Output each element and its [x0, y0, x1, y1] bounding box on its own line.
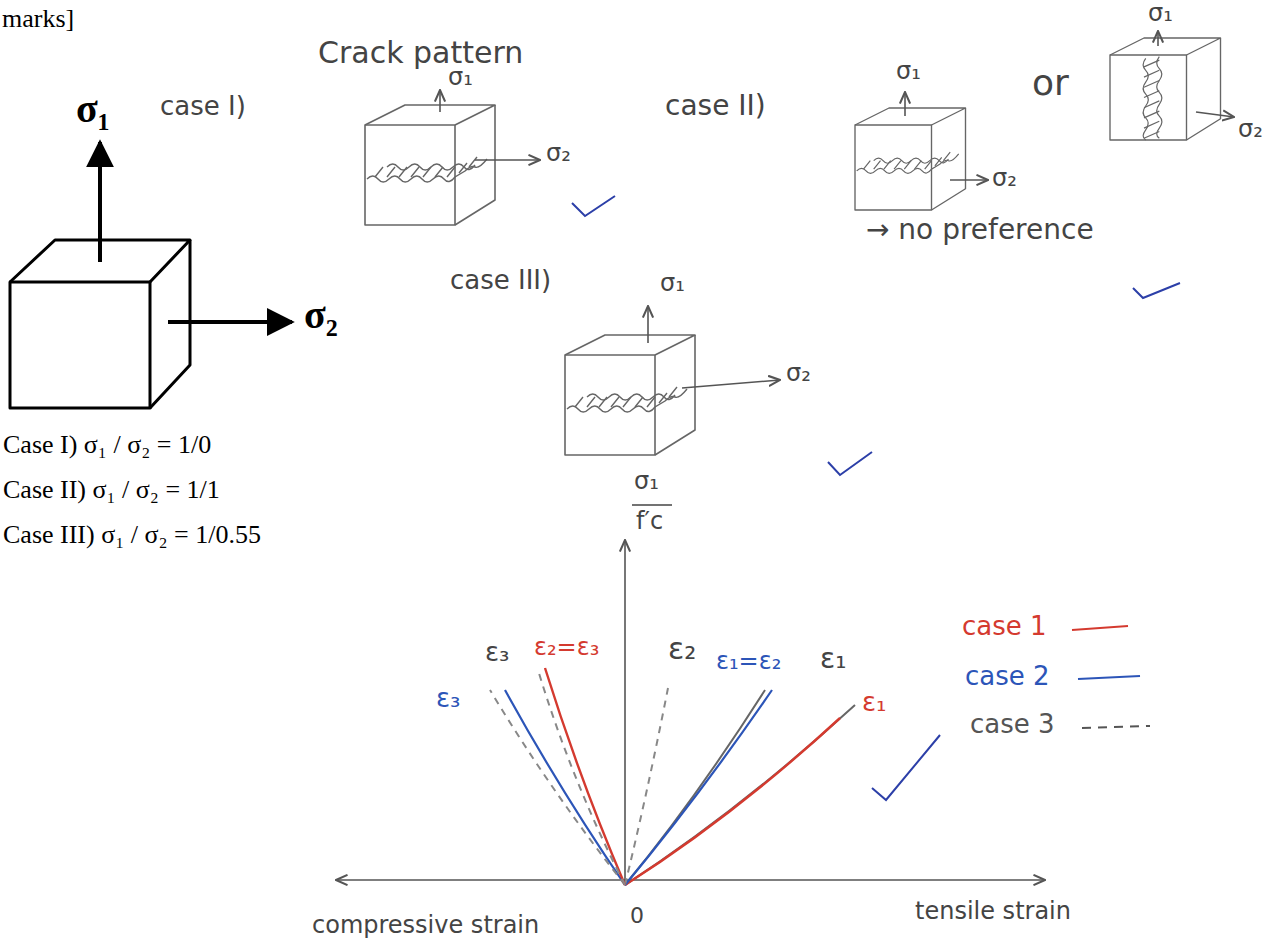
- curve-label: ε₁: [862, 688, 886, 718]
- case-ratio: Case I) σ₁ / σ₂ = 1/0: [3, 430, 211, 460]
- stress-arrow: [904, 92, 906, 116]
- stress-arrow: [1157, 31, 1159, 46]
- legend-sample: [1072, 626, 1128, 630]
- heading: Crack pattern: [318, 36, 523, 71]
- case-label: case II): [665, 90, 766, 122]
- stress-label: σ₁: [660, 270, 685, 298]
- check-mark: [828, 452, 872, 475]
- legend-entry: case 3: [970, 710, 1055, 740]
- question-marks: marks]: [2, 4, 74, 34]
- curve-label: ε₂=ε₃: [534, 634, 599, 662]
- stress-label: σ₂: [992, 165, 1017, 193]
- legend-entry: case 2: [965, 662, 1050, 692]
- axis-label: 0: [630, 903, 644, 928]
- stress-label: σ₁: [1148, 0, 1173, 28]
- check-mark: [872, 735, 940, 800]
- crack-sketch: [855, 108, 966, 210]
- crack-sketch: [565, 335, 695, 455]
- stress-arrow: [168, 320, 292, 324]
- axis-label: tensile strain: [915, 898, 1071, 926]
- axis: [336, 879, 1045, 881]
- stress-label: σ₂: [786, 360, 811, 388]
- case-ratio: Case III) σ₁ / σ₂ = 1/0.55: [3, 520, 261, 550]
- curve-label: ε₁=ε₂: [716, 648, 781, 676]
- legend-sample: [1082, 726, 1150, 728]
- case-label: case I): [160, 92, 246, 122]
- axis-label: f′c: [636, 508, 663, 536]
- stress-arrow: [98, 142, 102, 262]
- stress-arrow: [950, 179, 988, 181]
- stress-arrow: [682, 380, 780, 388]
- stress-label: σ₂: [1238, 116, 1263, 144]
- axis-label: σ₁: [634, 468, 659, 496]
- case-ratio: Case II) σ₁ / σ₂ = 1/1: [3, 475, 220, 505]
- stress-arrow: [439, 90, 441, 112]
- check-mark: [572, 196, 615, 216]
- curve-label: ε₃: [436, 684, 460, 714]
- stress-label: σ₁: [448, 64, 473, 92]
- stress-arrow: [647, 306, 649, 343]
- check-mark: [1133, 283, 1180, 298]
- curve-label: ε₂: [668, 632, 696, 667]
- stress-label: σ₁: [896, 58, 921, 86]
- strain-curves: [490, 668, 855, 885]
- stress-label: σ₂: [546, 140, 571, 168]
- crack-sketch: [365, 105, 495, 225]
- crack-sketch: [1110, 38, 1221, 140]
- note: or: [1032, 62, 1069, 103]
- stress-label: σ₂: [304, 292, 338, 338]
- axis: [624, 540, 626, 885]
- stress-arrow: [1196, 112, 1234, 117]
- axis-label: compressive strain: [312, 912, 539, 940]
- curve-label: ε₃: [485, 638, 509, 668]
- note: → no preference: [866, 214, 1094, 246]
- legend-entry: case 1: [962, 612, 1047, 642]
- stress-cube: [10, 240, 190, 408]
- curve-label: ε₁: [820, 643, 846, 675]
- stress-label: σ₁: [76, 86, 110, 132]
- stress-arrow: [475, 159, 540, 161]
- case-label: case III): [450, 266, 551, 296]
- legend-sample: [1078, 676, 1140, 679]
- fraction-bar: [632, 504, 672, 506]
